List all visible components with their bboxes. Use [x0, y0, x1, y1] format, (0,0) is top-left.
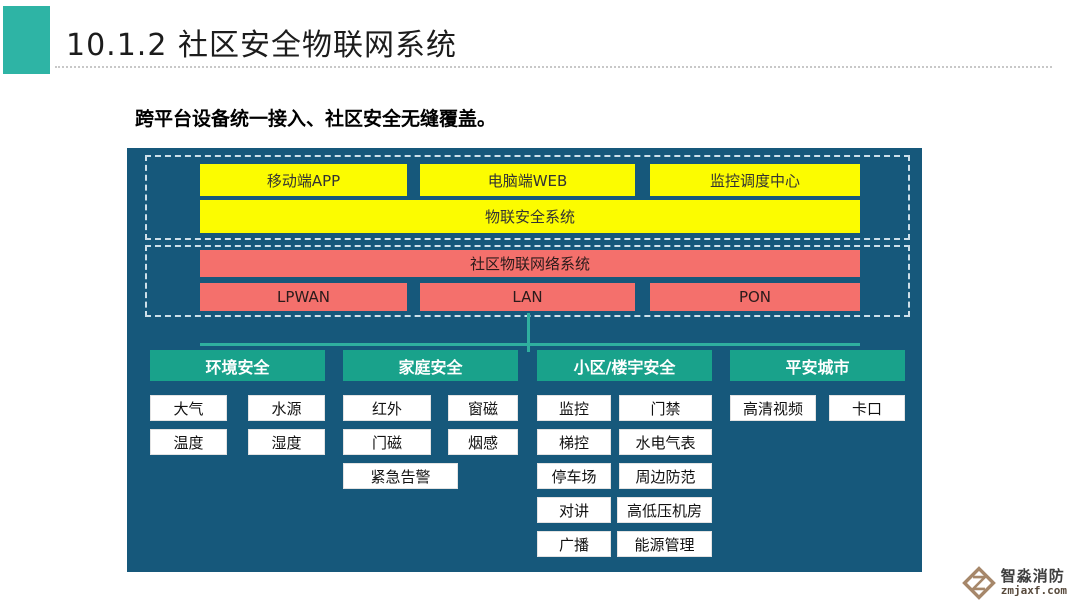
community-iot-network-bar: 社区物联网络系统 — [200, 250, 860, 277]
connector-vertical-line — [527, 313, 530, 343]
device-box: 高清视频 — [730, 395, 816, 421]
device-box: 窗磁 — [448, 395, 518, 421]
app-box-web: 电脑端WEB — [420, 164, 635, 196]
accent-square — [3, 6, 50, 74]
category-header: 小区/楼宇安全 — [537, 350, 712, 381]
iot-security-platform-bar: 物联安全系统 — [200, 200, 860, 233]
device-box: 水电气表 — [619, 429, 712, 455]
brand-url: zmjaxf.com — [1000, 584, 1067, 598]
brand-name: 智淼消防 — [1000, 567, 1065, 586]
link-box-lpwan: LPWAN — [200, 283, 407, 311]
column-safe-city: 平安城市 高清视频 卡口 — [730, 350, 905, 421]
device-box: 大气 — [150, 395, 227, 421]
device-box: 门禁 — [619, 395, 712, 421]
device-box: 红外 — [343, 395, 431, 421]
column-home-safety: 家庭安全 红外 窗磁 门磁 烟感 紧急告警 — [343, 350, 518, 489]
device-box: 紧急告警 — [343, 463, 458, 489]
device-box: 温度 — [150, 429, 227, 455]
device-box: 水源 — [248, 395, 325, 421]
diagram-panel: 移动端APP 电脑端WEB 监控调度中心 物联安全系统 社区物联网络系统 LPW… — [127, 148, 922, 572]
device-box: 监控 — [537, 395, 611, 421]
device-box: 高低压机房 — [617, 497, 712, 523]
column-environment-safety: 环境安全 大气 水源 温度 湿度 — [150, 350, 325, 455]
brand-logo-icon — [961, 566, 996, 600]
slide-subtitle: 跨平台设备统一接入、社区安全无缝覆盖。 — [135, 108, 497, 130]
connector-horizontal-line — [200, 343, 860, 346]
link-box-pon: PON — [650, 283, 860, 311]
app-layer-group — [145, 155, 910, 240]
device-box: 周边防范 — [619, 463, 712, 489]
device-box: 烟感 — [448, 429, 518, 455]
device-box: 能源管理 — [617, 531, 712, 557]
device-box: 停车场 — [537, 463, 611, 489]
device-box: 湿度 — [248, 429, 325, 455]
title-divider — [55, 66, 1052, 68]
device-box: 广播 — [537, 531, 611, 557]
device-box: 对讲 — [537, 497, 611, 523]
page-title: 10.1.2 社区安全物联网系统 — [66, 28, 457, 63]
link-box-lan: LAN — [420, 283, 635, 311]
category-header: 环境安全 — [150, 350, 325, 381]
device-box: 卡口 — [829, 395, 905, 421]
device-box: 梯控 — [537, 429, 611, 455]
category-header: 家庭安全 — [343, 350, 518, 381]
connector-stub — [527, 346, 530, 352]
brand-watermark: 智淼消防 zmjaxf.com — [961, 564, 1067, 602]
device-box: 门磁 — [343, 429, 431, 455]
app-box-mobile: 移动端APP — [200, 164, 407, 196]
column-building-safety: 小区/楼宇安全 监控 门禁 梯控 水电气表 停车场 周边防范 对讲 高低压机房 … — [537, 350, 712, 557]
app-box-dispatch-center: 监控调度中心 — [650, 164, 860, 196]
category-header: 平安城市 — [730, 350, 905, 381]
